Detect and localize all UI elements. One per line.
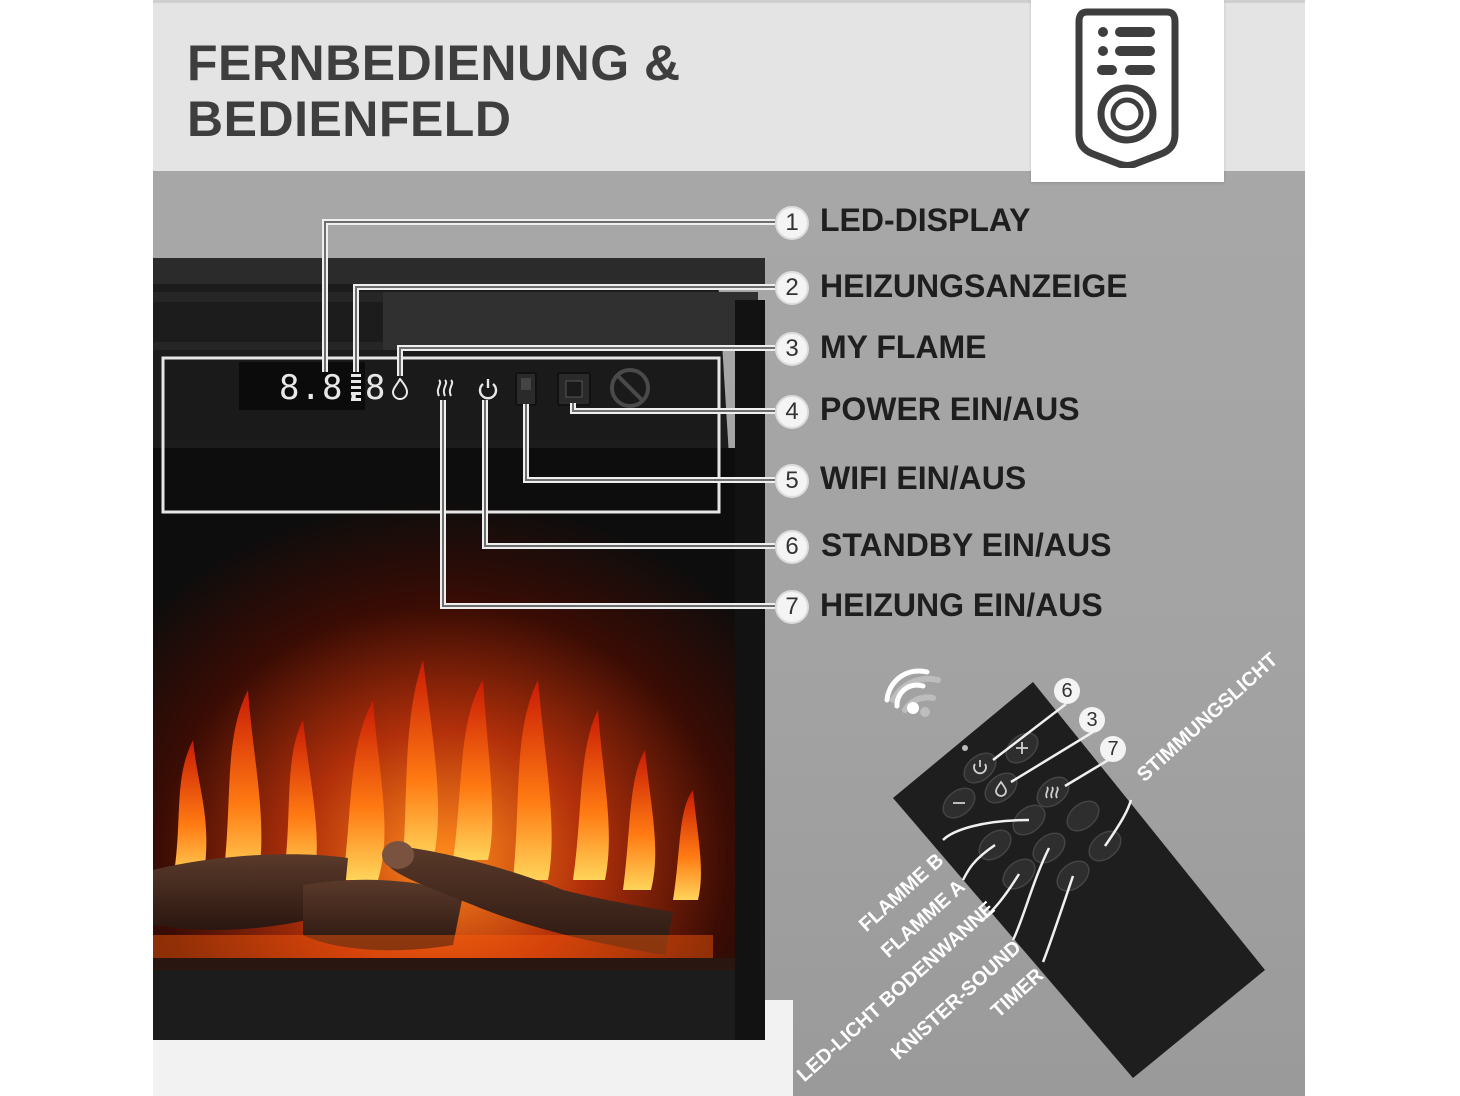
power-icon[interactable] <box>478 378 498 400</box>
heat-waves-icon[interactable] <box>436 378 454 398</box>
title-line-1: FERNBEDIENUNG & <box>187 35 681 91</box>
power-switch-icon[interactable] <box>557 372 591 406</box>
callout-number-2: 2 <box>775 271 809 305</box>
callout-number-1: 1 <box>775 206 809 240</box>
remote-number-3: 3 <box>1079 707 1105 733</box>
led-display: 8.8.8 <box>279 368 385 408</box>
callout-label-heizung: HEIZUNG EIN/AUS <box>820 587 1103 623</box>
title-line-2: BEDIENFELD <box>187 91 512 147</box>
callout-number-4: 4 <box>775 395 809 429</box>
callout-label-power: POWER EIN/AUS <box>820 391 1080 427</box>
brand-logo-icon <box>610 368 650 408</box>
remote-number-7: 7 <box>1100 736 1126 762</box>
callout-label-heizungsanzeige: HEIZUNGSANZEIGE <box>820 268 1128 304</box>
fireplace-illustration <box>153 258 793 1096</box>
remote-icon-box <box>1031 0 1224 182</box>
callout-label-standby: STANDBY EIN/AUS <box>821 527 1112 563</box>
product-image-panel: 8.8.8 <box>153 0 1305 1096</box>
led-display-digits: 8.8.8 <box>279 368 387 408</box>
heat-level-indicator-icon <box>351 374 361 401</box>
callout-number-5: 5 <box>775 464 809 498</box>
callout-leader-lines <box>322 219 775 609</box>
flame-icon[interactable] <box>392 378 408 400</box>
callout-label-wifi: WIFI EIN/AUS <box>820 460 1027 496</box>
callout-label-my-flame: MY FLAME <box>820 329 987 365</box>
remote-buttons <box>942 703 1133 963</box>
callout-number-3: 3 <box>775 332 809 366</box>
callout-label-led-display: LED-DISPLAY <box>820 202 1031 238</box>
wifi-switch-icon[interactable] <box>515 372 537 406</box>
remote-control-icon <box>1075 8 1179 168</box>
wifi-signal-icon <box>884 668 930 714</box>
remote-number-6: 6 <box>1054 678 1080 704</box>
callout-number-6: 6 <box>775 530 809 564</box>
page-title: FERNBEDIENUNG & BEDIENFELD <box>187 35 681 147</box>
callout-number-7: 7 <box>775 590 809 624</box>
